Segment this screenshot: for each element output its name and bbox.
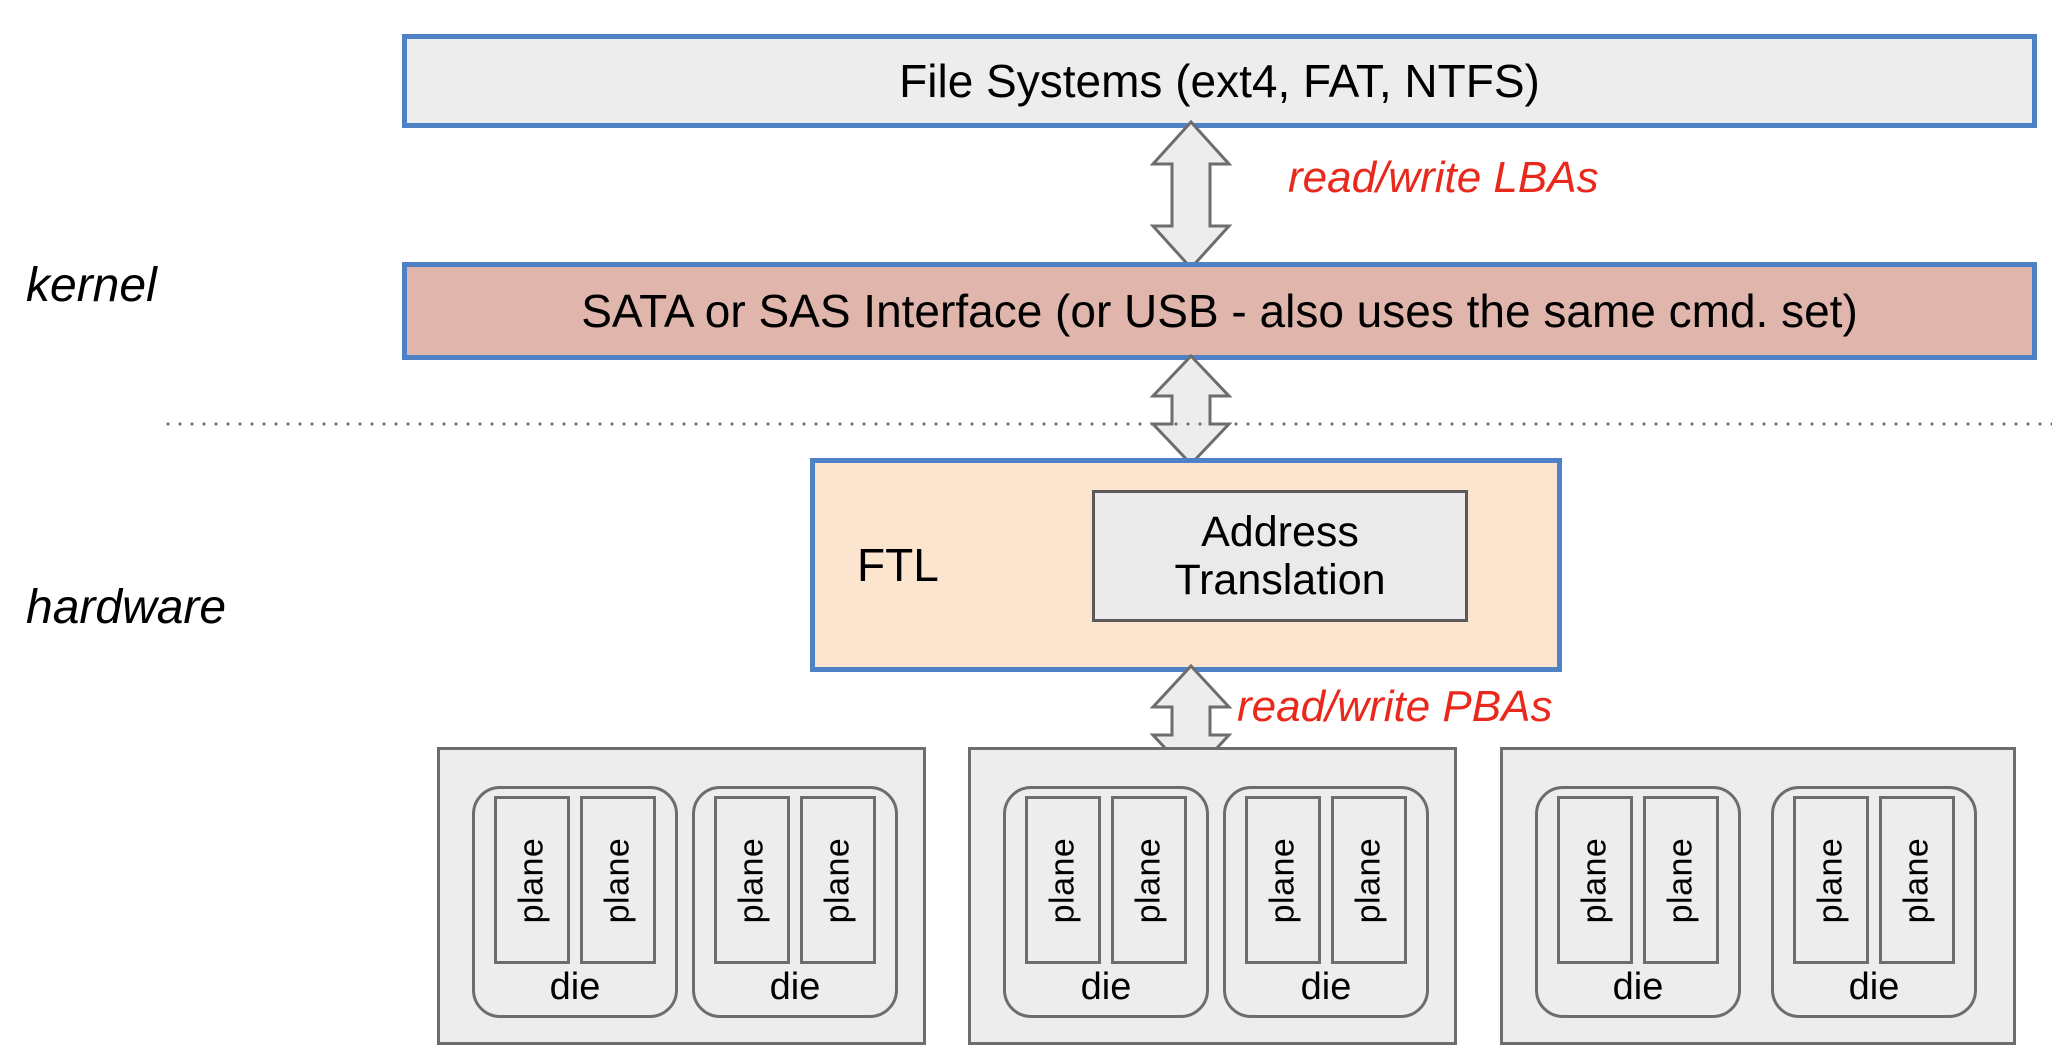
nand-plane: plane	[580, 796, 656, 964]
die-label: die	[1300, 966, 1352, 1008]
annotation-read-write-lbas: read/write LBAs	[1288, 153, 1599, 202]
address-translation-line-2: Translation	[1174, 556, 1386, 604]
sata-sas-interface-label: SATA or SAS Interface (or USB - also use…	[581, 284, 1858, 337]
plane-label: plane	[1575, 837, 1614, 923]
nand-plane: plane	[1111, 796, 1187, 964]
nand-package-2: plane plane die plane plane die	[968, 747, 1457, 1045]
plane-label: plane	[1897, 837, 1936, 923]
die-label: die	[1612, 966, 1664, 1008]
die-plane-group: plane plane	[475, 796, 675, 964]
address-translation-box: Address Translation	[1092, 490, 1468, 622]
nand-plane: plane	[1879, 796, 1955, 964]
nand-die: plane plane die	[692, 786, 898, 1018]
bidirectional-arrow-icon-sata-ftl	[1148, 353, 1234, 467]
die-label: die	[549, 966, 601, 1008]
plane-label: plane	[1349, 837, 1388, 923]
nand-plane: plane	[800, 796, 876, 964]
nand-plane: plane	[1025, 796, 1101, 964]
nand-die: plane plane die	[1535, 786, 1741, 1018]
plane-label: plane	[1661, 837, 1700, 923]
nand-plane: plane	[1643, 796, 1719, 964]
nand-plane: plane	[1245, 796, 1321, 964]
kernel-side-label: kernel	[26, 259, 157, 312]
plane-label: plane	[732, 837, 771, 923]
plane-label: plane	[1129, 837, 1168, 923]
die-plane-group: plane plane	[1538, 796, 1738, 964]
nand-die: plane plane die	[1223, 786, 1429, 1018]
plane-label: plane	[1263, 837, 1302, 923]
nand-plane: plane	[1557, 796, 1633, 964]
nand-plane: plane	[494, 796, 570, 964]
sata-sas-interface-box: SATA or SAS Interface (or USB - also use…	[402, 262, 2037, 360]
die-plane-group: plane plane	[1006, 796, 1206, 964]
nand-plane: plane	[714, 796, 790, 964]
die-label: die	[1080, 966, 1132, 1008]
die-plane-group: plane plane	[695, 796, 895, 964]
nand-plane: plane	[1793, 796, 1869, 964]
ftl-label: FTL	[857, 539, 939, 591]
bidirectional-arrow-icon-filesystems-sata	[1148, 119, 1234, 271]
plane-label: plane	[1811, 837, 1850, 923]
address-translation-line-1: Address	[1201, 507, 1359, 556]
plane-label: plane	[512, 837, 551, 923]
die-plane-group: plane plane	[1774, 796, 1974, 964]
die-label: die	[1848, 966, 1900, 1008]
nand-die: plane plane die	[1771, 786, 1977, 1018]
file-systems-label: File Systems (ext4, FAT, NTFS)	[899, 54, 1540, 107]
plane-label: plane	[1043, 837, 1082, 923]
nand-plane: plane	[1331, 796, 1407, 964]
die-plane-group: plane plane	[1226, 796, 1426, 964]
plane-label: plane	[818, 837, 857, 923]
nand-die: plane plane die	[1003, 786, 1209, 1018]
nand-die: plane plane die	[472, 786, 678, 1018]
plane-label: plane	[598, 837, 637, 923]
die-label: die	[769, 966, 821, 1008]
file-systems-box: File Systems (ext4, FAT, NTFS)	[402, 34, 2037, 128]
hardware-side-label: hardware	[26, 581, 227, 634]
nand-package-3: plane plane die plane plane die	[1500, 747, 2016, 1045]
nand-package-1: plane plane die plane plane die	[437, 747, 926, 1045]
kernel-hardware-divider	[162, 422, 2052, 426]
annotation-read-write-pbas: read/write PBAs	[1237, 682, 1553, 731]
